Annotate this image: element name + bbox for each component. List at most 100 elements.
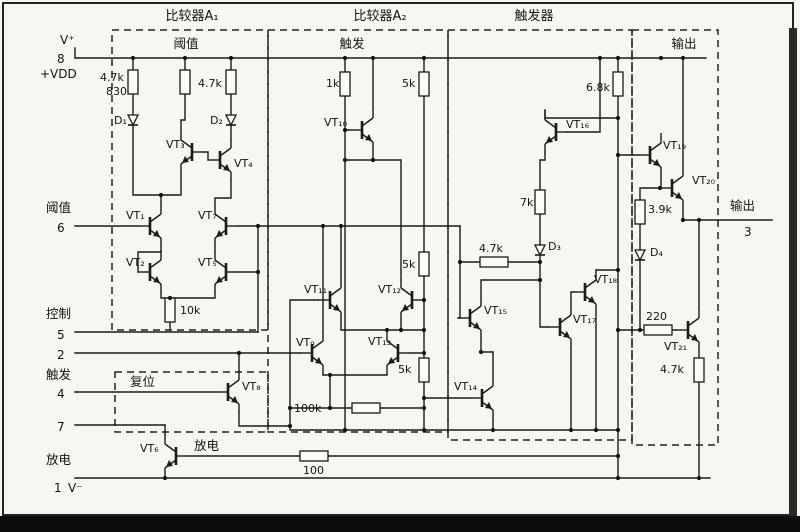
pin-5-label: 5 bbox=[57, 328, 65, 342]
resistor-100k bbox=[351, 402, 381, 414]
label-vt2: VT₂ bbox=[126, 256, 145, 269]
transistor-vt4-symbol bbox=[206, 136, 233, 184]
diode-d4-symbol bbox=[634, 249, 646, 261]
resistor-layer bbox=[127, 69, 705, 462]
transistor-vt12-symbol bbox=[399, 276, 426, 324]
transistor-layer bbox=[136, 106, 701, 480]
wire-layer bbox=[74, 47, 773, 479]
pin-8-label: 8 bbox=[57, 52, 65, 66]
transistor-vt17-symbol bbox=[546, 303, 573, 351]
label-vt13: VT₁₃ bbox=[368, 335, 391, 348]
pin-discharge-label: 放电 bbox=[46, 452, 72, 467]
label-vt15: VT₁₅ bbox=[484, 304, 507, 317]
pin-vdd-label: +VDD bbox=[40, 67, 77, 81]
label-r-3.9k: 3.9k bbox=[648, 203, 672, 216]
label-d1: D₁ bbox=[114, 114, 127, 127]
resistor-6.8k bbox=[612, 71, 624, 97]
pin-3-label: 3 bbox=[744, 225, 752, 239]
label-r-5k-mid: 5k bbox=[402, 258, 416, 271]
pin-vplus-label: V⁺ bbox=[60, 33, 75, 47]
label-d3: D₃ bbox=[548, 240, 561, 253]
label-r-4.7k-out: 4.7k bbox=[660, 363, 684, 376]
resistor-7k bbox=[534, 189, 546, 215]
label-vt12: VT₁₂ bbox=[378, 283, 401, 296]
pin-1-label: 1 bbox=[54, 481, 62, 495]
title-comparator-a1: 比较器A₁ bbox=[165, 9, 218, 24]
rail-and-pin-wires bbox=[74, 47, 773, 479]
resistor-3.9k bbox=[634, 199, 646, 225]
label-vt3: VT₃ bbox=[166, 138, 185, 151]
diode-d2-symbol bbox=[225, 114, 237, 126]
label-vt8: VT₈ bbox=[242, 380, 261, 393]
label-r-830: 830 bbox=[106, 85, 127, 98]
label-d4: D₄ bbox=[650, 246, 663, 259]
diode-d3-symbol bbox=[534, 244, 546, 256]
transistor-vt5-symbol bbox=[213, 248, 240, 296]
resistor-1k bbox=[339, 71, 351, 97]
page-right-shadow bbox=[789, 28, 797, 516]
transistor-vt8-symbol bbox=[214, 368, 241, 416]
pin-vminus-label: V⁻ bbox=[68, 481, 83, 495]
label-r-5k-top: 5k bbox=[402, 77, 416, 90]
box-label-output: 输出 bbox=[671, 36, 696, 51]
resistor-4.7k-a1-left bbox=[127, 69, 139, 95]
resistor-5k-mid bbox=[418, 251, 430, 277]
pin-trigger-label: 触发 bbox=[46, 367, 72, 382]
label-r-10k: 10k bbox=[180, 304, 201, 317]
transistor-vt16-symbol bbox=[543, 108, 570, 156]
label-vt4: VT₄ bbox=[234, 157, 253, 170]
pin-7-label: 7 bbox=[57, 420, 65, 434]
label-r-100: 100 bbox=[303, 464, 324, 477]
comparator-a2-wires bbox=[289, 57, 619, 431]
page-bottom-shadow bbox=[0, 516, 800, 532]
label-r-100k: 100k bbox=[294, 402, 322, 415]
label-r-7k: 7k bbox=[520, 196, 534, 209]
label-r-6.8k: 6.8k bbox=[586, 81, 610, 94]
label-r-220: 220 bbox=[646, 310, 667, 323]
label-vt1: VT₁ bbox=[126, 209, 145, 222]
label-vt16: VT₁₆ bbox=[566, 118, 590, 131]
label-vt14: VT₁₄ bbox=[454, 380, 478, 393]
label-vt18: VT₁₈ bbox=[594, 273, 618, 286]
resistor-10k bbox=[164, 297, 176, 323]
label-r-4.7k-a1-right: 4.7k bbox=[198, 77, 222, 90]
box-label-trigger: 触发 bbox=[339, 36, 365, 51]
output-stage-wires bbox=[617, 57, 700, 479]
transistor-vt7-symbol bbox=[213, 202, 240, 250]
junction-dots bbox=[130, 55, 702, 481]
box-label-threshold: 阈值 bbox=[173, 36, 198, 51]
pin-6-label: 6 bbox=[57, 221, 65, 235]
label-vt11: VT₁₁ bbox=[304, 283, 327, 296]
label-vt7: VT₇ bbox=[198, 209, 217, 222]
diode-d1-symbol bbox=[127, 114, 139, 126]
resistor-4.7k-out bbox=[693, 357, 705, 383]
pin-threshold-label: 阈值 bbox=[46, 200, 71, 215]
label-vt9: VT₉ bbox=[296, 336, 315, 349]
title-flipflop: 触发器 bbox=[514, 8, 553, 24]
resistor-4.7k-a1-right bbox=[225, 69, 237, 95]
label-vt20: VT₂₀ bbox=[692, 174, 716, 187]
resistor-5k-low bbox=[418, 357, 430, 383]
label-vt21: VT₂₁ bbox=[664, 340, 687, 353]
resistor-220 bbox=[643, 324, 673, 336]
label-r-1k: 1k bbox=[326, 77, 340, 90]
transistor-vt15-symbol bbox=[456, 294, 483, 342]
transistor-vt19-symbol bbox=[636, 131, 663, 179]
resistor-5k-top bbox=[418, 71, 430, 97]
pin-output-label: 输出 bbox=[730, 198, 755, 213]
flipflop-wires bbox=[457, 57, 639, 479]
label-r-4.7k-ff: 4.7k bbox=[479, 242, 503, 255]
output-stage-box bbox=[631, 29, 719, 446]
transistor-vt10-symbol bbox=[348, 106, 375, 154]
comparator-a1-wires bbox=[132, 57, 461, 333]
box-label-reset: 复位 bbox=[130, 374, 155, 389]
resistor-100 bbox=[299, 450, 329, 462]
comparator-a2-box bbox=[267, 29, 449, 433]
resistor-830 bbox=[179, 69, 191, 95]
label-vt19: VT₁₉ bbox=[663, 139, 686, 152]
label-d2: D₂ bbox=[210, 114, 223, 127]
label-r-4.7k-a1-left: 4.7k bbox=[100, 71, 124, 84]
label-vt17: VT₁₇ bbox=[573, 313, 596, 326]
